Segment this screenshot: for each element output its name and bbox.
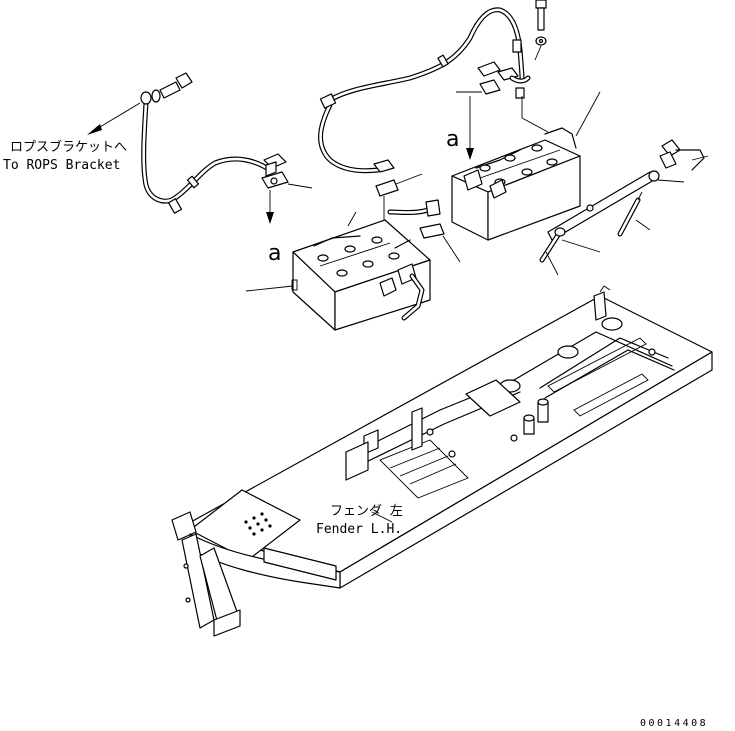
fender-label-en: Fender L.H. xyxy=(316,522,402,537)
battery-hold-down xyxy=(539,139,709,276)
battery-right xyxy=(451,91,601,241)
vent-holes xyxy=(244,512,272,536)
rops-label-jp: ロプスブラケットへ xyxy=(10,139,127,155)
top-battery-link-cable xyxy=(319,7,525,109)
fender-label-jp: フェンダ 左 xyxy=(330,504,403,519)
rops-label-en: To ROPS Bracket xyxy=(3,158,120,173)
drawing-code: 00014408 xyxy=(640,718,708,729)
fender-frame xyxy=(171,285,713,637)
left-clamp-assembly xyxy=(261,153,313,224)
rops-ground-cable xyxy=(140,72,273,214)
view-a-label-left: a xyxy=(268,241,281,266)
view-a-label-right: a xyxy=(446,127,459,152)
right-clamp-assembly xyxy=(456,61,531,160)
center-cables xyxy=(318,102,461,290)
bolt-and-washer xyxy=(534,0,547,61)
battery-left xyxy=(245,211,431,331)
rops-leader-arrow xyxy=(87,102,141,135)
